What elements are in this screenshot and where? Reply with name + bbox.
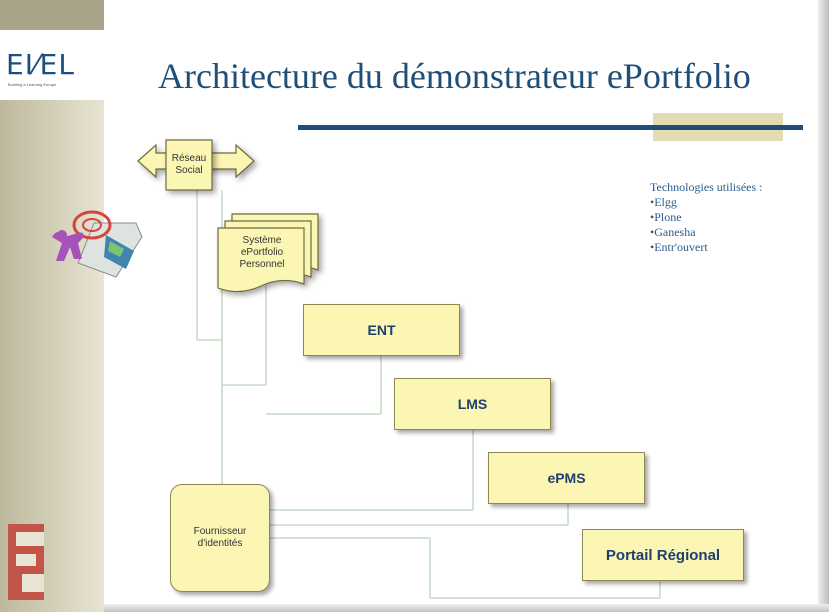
fournisseur-identites-box: Fournisseur d'identités (170, 484, 270, 592)
tech-item: Entr'ouvert (650, 240, 762, 255)
slide-edge-right (818, 0, 829, 612)
sidebar-top-band (0, 0, 104, 30)
title-underline (298, 125, 803, 130)
ent-box: ENT (303, 304, 460, 356)
tech-item: Elgg (650, 195, 762, 210)
epms-box: ePMS (488, 452, 645, 504)
tech-item: Ganesha (650, 225, 762, 240)
fs-logo-icon (8, 524, 44, 600)
tech-item: Plone (650, 210, 762, 225)
sidebar (0, 0, 104, 612)
slide-title: Architecture du démonstrateur ePortfolio (158, 56, 751, 96)
lms-box: LMS (394, 378, 551, 430)
reseau-social-label: Réseau Social (171, 153, 207, 176)
technologies-heading: Technologies utilisées : (650, 180, 763, 194)
technologies-list: Technologies utilisées : Elgg Plone Gane… (650, 180, 762, 255)
systeme-document-stack (217, 213, 319, 293)
clipart-figure-icon (52, 210, 143, 278)
slide-edge-bottom (104, 604, 829, 612)
eifel-logo: EI⁄EL (6, 48, 75, 81)
reseau-box (165, 139, 213, 191)
portail-regional-box: Portail Régional (582, 529, 744, 581)
eifel-logo-tagline: Building a Learning Europe (8, 82, 57, 87)
systeme-eportfolio-label: Système ePortfolio Personnel (239, 235, 285, 270)
logo-area (0, 30, 104, 100)
